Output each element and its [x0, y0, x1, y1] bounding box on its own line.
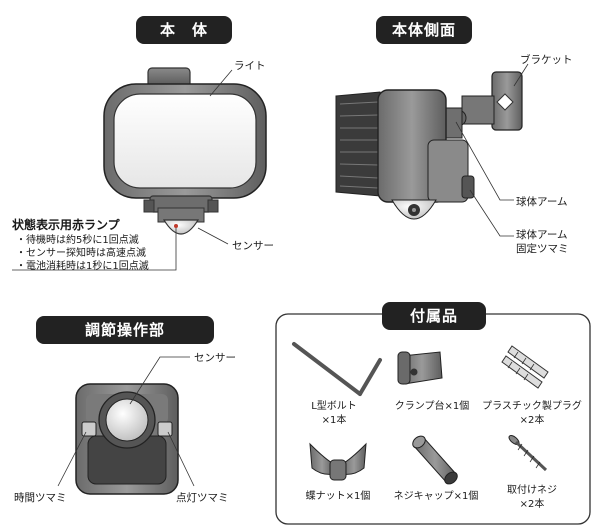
section-title-body: 本 体: [136, 16, 232, 44]
status-lamp-line: ・センサー探知時は高速点滅: [16, 248, 146, 259]
front-view-illustration: [103, 67, 267, 235]
accessory-label-plastic-plug: プラスチック製プラグ ×2本: [482, 401, 582, 426]
accessory-label-clamp: クランプ台×1個: [394, 401, 470, 412]
section-title-accessories: 付属品: [382, 302, 486, 330]
plastic-plug-icon: [501, 345, 549, 389]
label-bracket: ブラケット: [520, 54, 573, 66]
accessory-label-l-bolt: L型ボルト ×1本: [311, 401, 357, 426]
side-view-illustration: [335, 71, 523, 220]
accessory-label-screw-cap: ネジキャップ×1個: [393, 491, 479, 502]
status-lamp-list: ・待機時は約5秒に1回点滅 ・センサー探知時は高速点滅 ・電池消耗時は1秒に1回…: [16, 234, 149, 273]
section-title-side: 本体側面: [376, 16, 472, 44]
wing-nut-icon: [309, 442, 367, 481]
section-title-controls: 調節操作部: [36, 316, 214, 344]
status-lamp-title: 状態表示用赤ランプ: [12, 218, 120, 232]
accessory-label-wing-nut: 蝶ナット×1個: [305, 491, 371, 502]
control-panel-illustration: [75, 383, 179, 495]
label-ball-arm: 球体アーム: [516, 196, 568, 208]
screw-cap-icon: [412, 435, 458, 485]
mounting-screw-icon: [508, 435, 548, 472]
status-lamp-line: ・電池消耗時は1秒に1回点滅: [16, 261, 149, 272]
status-lamp-line: ・待機時は約5秒に1回点滅: [16, 235, 139, 246]
label-light-knob: 点灯ツマミ: [176, 492, 229, 504]
accessory-label-mounting-screw: 取付けネジ ×2本: [507, 485, 557, 510]
label-sensor-main: センサー: [232, 240, 274, 252]
label-sensor-controls: センサー: [194, 352, 236, 364]
clamp-icon: [397, 351, 443, 385]
label-light: ライト: [234, 60, 266, 72]
label-ball-arm-knob: 球体アーム 固定ツマミ: [516, 229, 569, 255]
l-bolt-icon: [292, 342, 382, 396]
label-time-knob: 時間ツマミ: [14, 492, 67, 504]
